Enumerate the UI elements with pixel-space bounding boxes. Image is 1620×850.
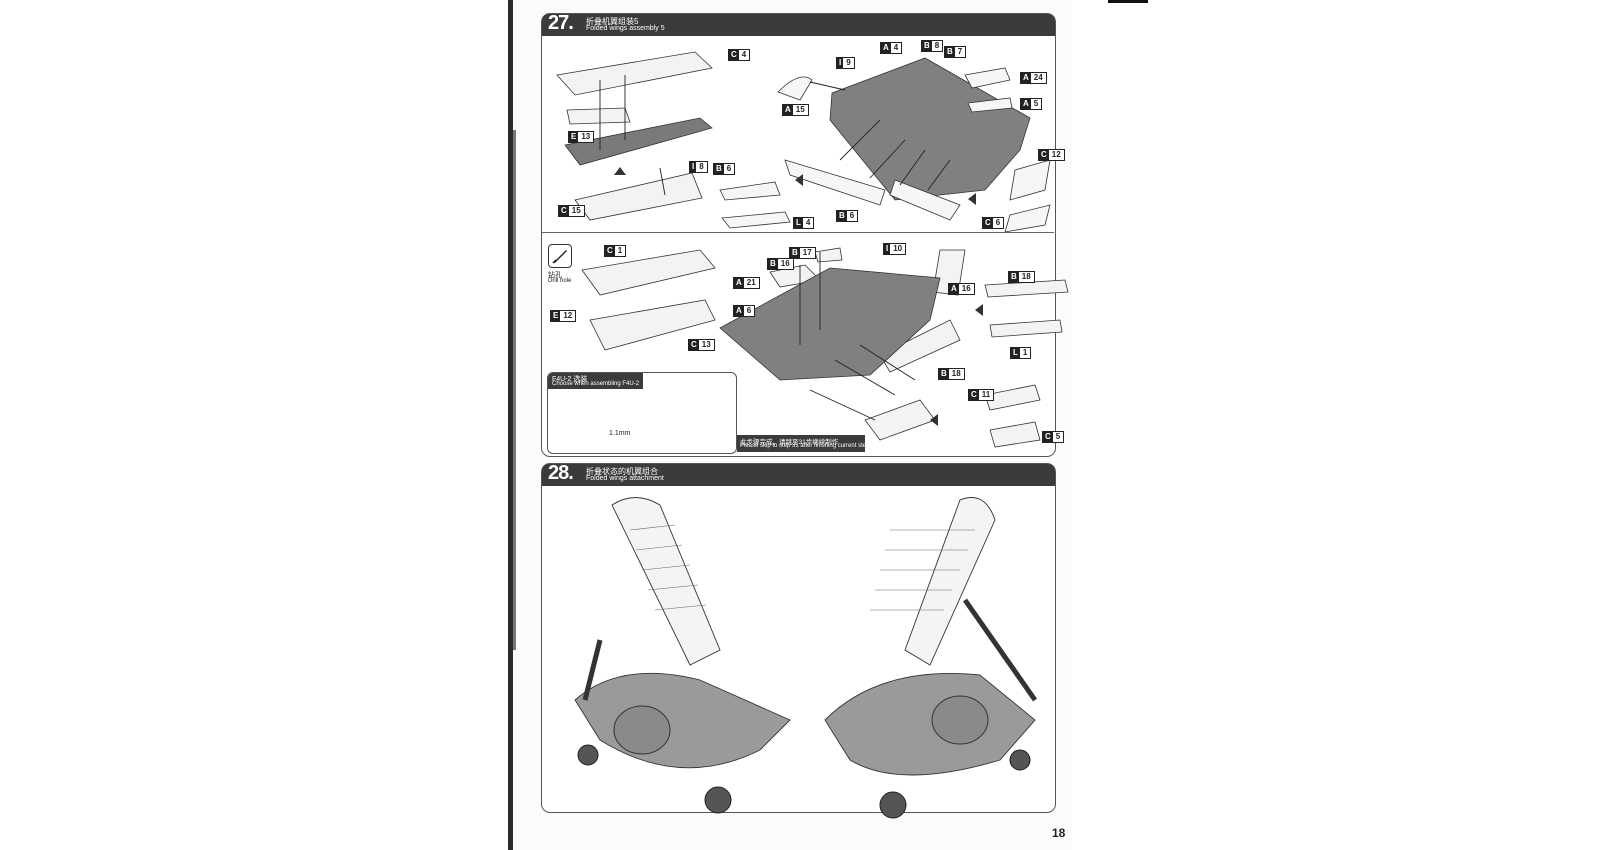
step-number: 27. — [548, 12, 574, 34]
step-27-header: 27. 折叠机翼组装5 Folded wings assembly 5 — [542, 12, 1055, 36]
skip-note: 此步骤完成，请跳至31步继续制作 Please skip to step 31 … — [737, 435, 869, 452]
drill-note-en: Drill hole — [548, 278, 572, 284]
variant-note-cn: F4U-2 选装 — [552, 376, 588, 383]
variant-note-en: Choose when assembling F4U-2 — [552, 381, 640, 387]
step-title-cn: 折叠机翼组装5 — [586, 17, 639, 26]
step-title-en: Folded wings attachment — [586, 475, 664, 482]
variant-inset: F4U-2 选装 Choose when assembling F4U-2 — [547, 372, 737, 454]
step-number: 28. — [548, 462, 574, 484]
binding-edge — [508, 0, 513, 850]
step-28-header: 28. 折叠状态的机翼组合 Folded wings attachment — [542, 462, 1055, 486]
page-number: 18 — [1052, 826, 1066, 840]
skip-note-cn: 此步骤完成，请跳至31步继续制作 — [740, 439, 839, 446]
drill-note-cn: 钻孔 — [548, 272, 562, 279]
step-title-en: Folded wings assembly 5 — [586, 25, 665, 32]
skip-note-en: Please skip to step 31 after finishing c… — [740, 443, 870, 449]
scan-edge — [1108, 0, 1148, 3]
binding-shadow — [513, 130, 516, 650]
variant-header: F4U-2 选装 Choose when assembling F4U-2 — [548, 373, 643, 389]
step-title-cn: 折叠状态的机翼组合 — [586, 467, 658, 476]
panel-divider — [542, 232, 1054, 233]
hole-size-label: 1.1mm — [609, 430, 631, 437]
drill-icon — [548, 244, 572, 268]
